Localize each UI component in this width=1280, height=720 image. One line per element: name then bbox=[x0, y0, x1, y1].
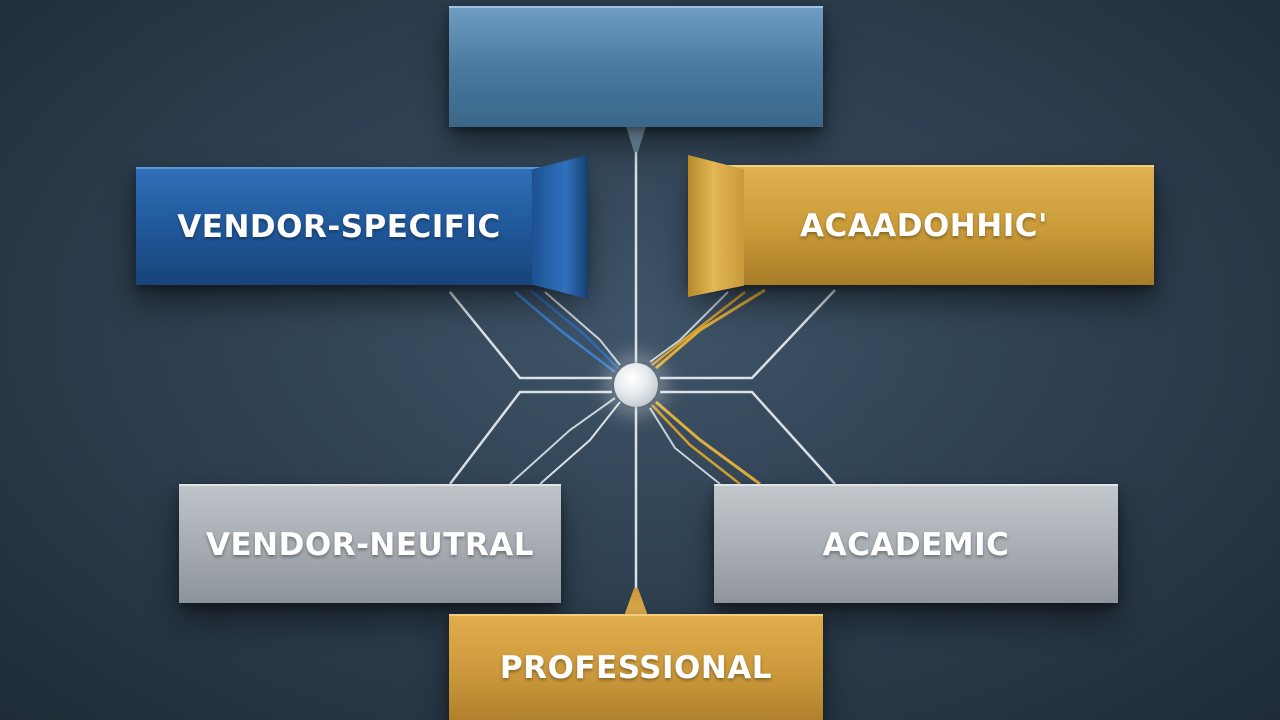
wire-lower-left-white-2 bbox=[539, 401, 621, 485]
wire-lower-right-outer bbox=[660, 390, 836, 485]
wire-upper-right-outer bbox=[660, 289, 836, 380]
vendor-neutral-label: VENDOR-NEUTRAL bbox=[206, 526, 534, 563]
academic-top-node: ACAADOHHIC' bbox=[688, 155, 1154, 297]
wire-lower-right-white bbox=[649, 407, 721, 485]
academic-top-label: ACAADOHHIC' bbox=[800, 208, 1048, 244]
professional-label: PROFESSIONAL bbox=[499, 650, 773, 686]
wire-upper-left-outer bbox=[449, 291, 612, 380]
vendor-neutral-node: VENDOR-NEUTRAL bbox=[179, 484, 561, 603]
wire-lower-right-gold-2 bbox=[651, 404, 741, 485]
wire-lower-right-gold-1 bbox=[655, 400, 761, 486]
wire-upper-right-white bbox=[649, 291, 729, 363]
vendor-specific-node: VENDOR-SPECIFIC bbox=[136, 155, 588, 299]
wire-upper-left-white bbox=[544, 291, 621, 366]
wire-upper-left-blue-2 bbox=[529, 289, 619, 369]
academic-node: ACADEMIC bbox=[714, 484, 1118, 603]
wire-lower-left-outer bbox=[449, 390, 612, 485]
vendor-specific-label: VENDOR-SPECIFIC bbox=[177, 209, 501, 245]
vendor-specific-fold bbox=[532, 155, 588, 299]
academic-top-fold bbox=[688, 155, 744, 297]
central-hub bbox=[614, 363, 658, 407]
academic-label: ACADEMIC bbox=[822, 526, 1010, 563]
wire-upper-right-gold-1 bbox=[655, 288, 766, 370]
professional-node: PROFESSIONAL bbox=[449, 614, 823, 720]
wire-upper-right-gold-2 bbox=[651, 291, 746, 366]
wire-upper-left-blue-1 bbox=[514, 291, 616, 373]
wire-lower-left-white-1 bbox=[509, 397, 616, 485]
top-node-box bbox=[449, 6, 823, 127]
